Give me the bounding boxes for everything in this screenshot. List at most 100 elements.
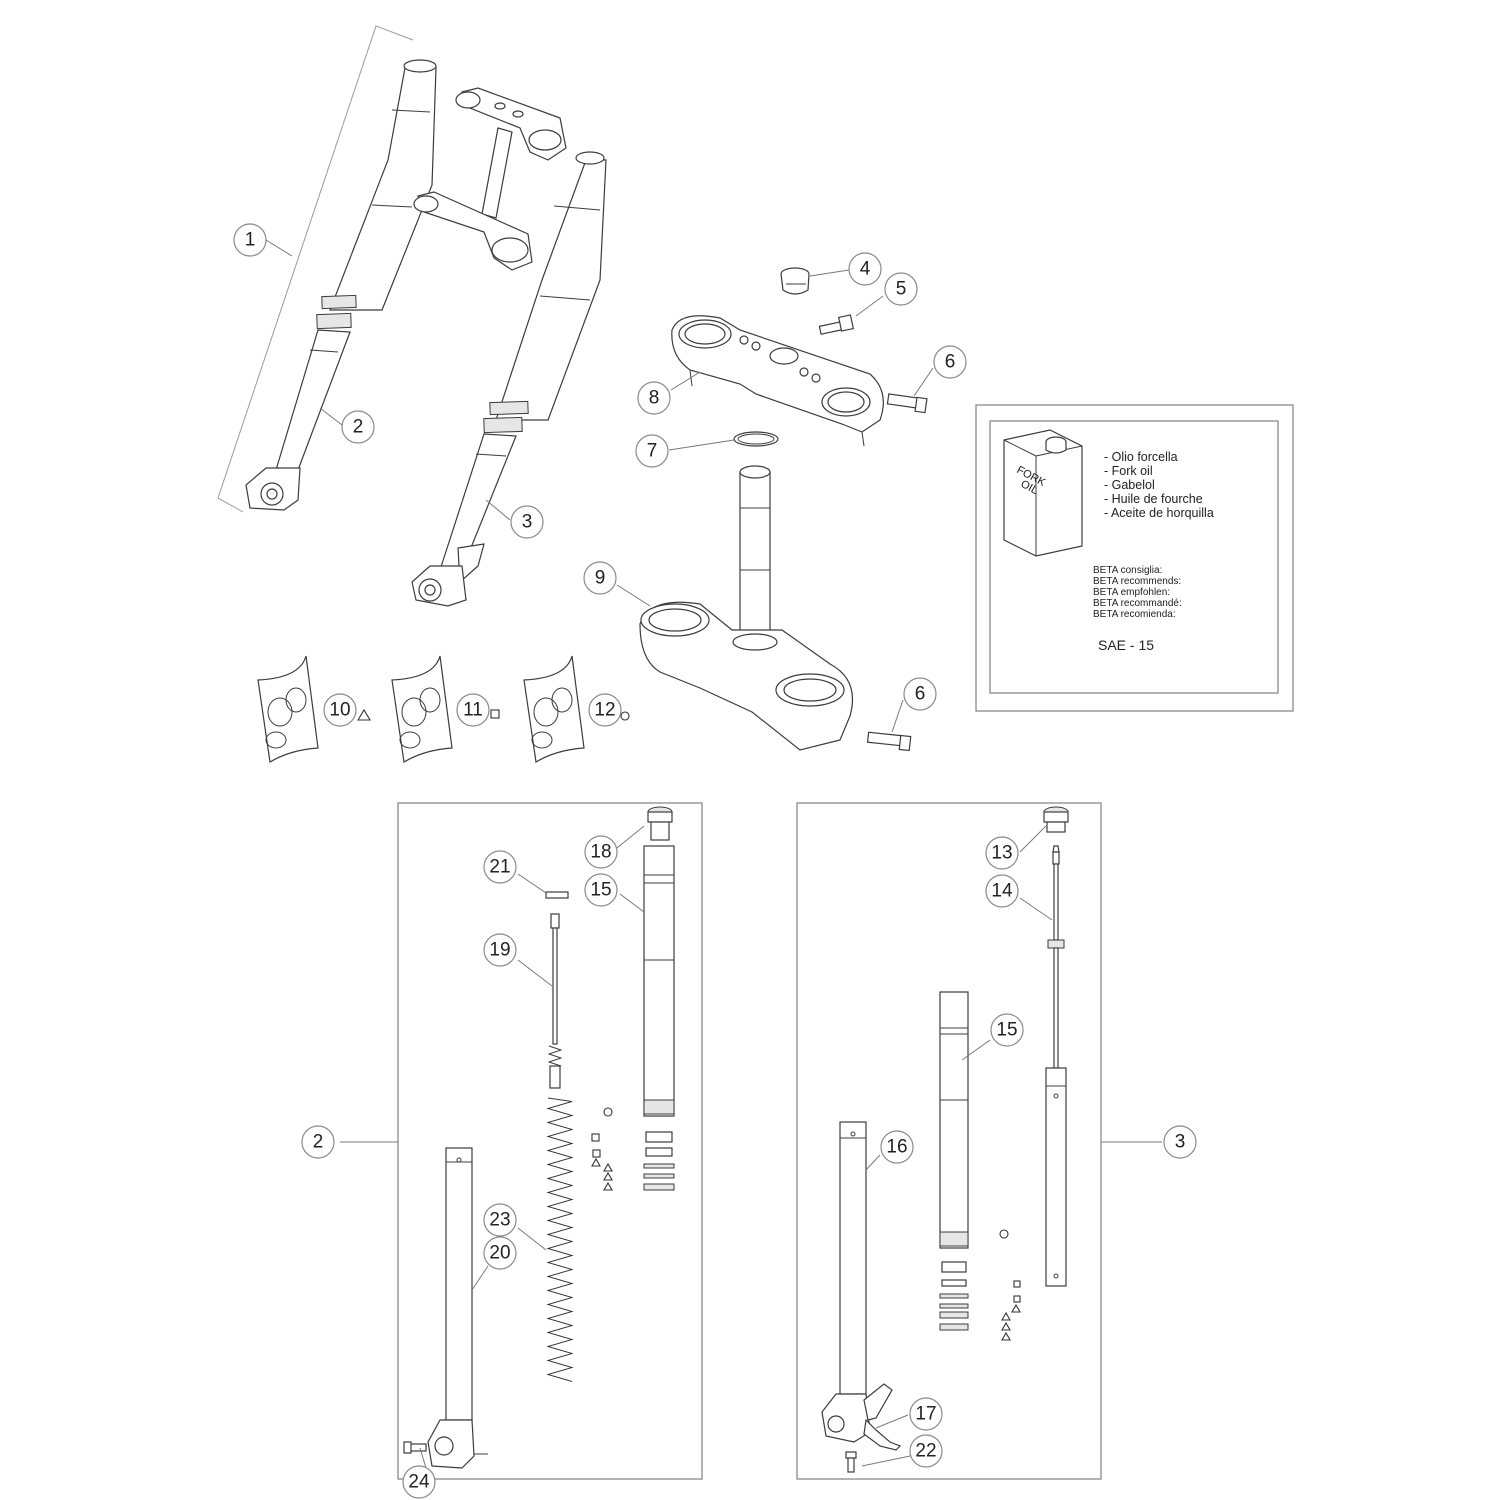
fork-leg-right: [411, 151, 607, 607]
spacer-21: [545, 891, 569, 899]
svg-text:14: 14: [991, 881, 1013, 902]
svg-text:6: 6: [945, 352, 956, 373]
seal-kit-bag-10: [257, 655, 319, 763]
oil-can-icon: FORK OIL: [1003, 429, 1083, 557]
svg-text:2: 2: [353, 417, 364, 438]
callout-2: 2: [341, 410, 375, 444]
recommend-de: BETA empfohlen:: [1093, 587, 1170, 598]
cartridge-14: [1045, 845, 1067, 1287]
callout-15-right: 15: [990, 1013, 1024, 1047]
svg-text:15: 15: [996, 1020, 1017, 1041]
inner-tube-16: [821, 1121, 893, 1443]
callout-9: 9: [583, 561, 617, 595]
svg-text:10: 10: [329, 700, 350, 721]
seal-kit-bag-11: [391, 655, 453, 763]
callout-15-left: 15: [584, 873, 618, 907]
seal-kit-bag-12: [523, 655, 585, 763]
oil-name-es: - Aceite de horquilla: [1104, 506, 1214, 520]
svg-text:18: 18: [590, 842, 611, 863]
svg-text:7: 7: [647, 441, 658, 462]
callout-20: 20: [483, 1236, 517, 1270]
svg-text:15: 15: [590, 880, 611, 901]
recommend-it: BETA consiglia:: [1093, 565, 1162, 576]
fork-cap-18: [647, 806, 673, 841]
fork-oil-box: FORK OIL - Olio forcella - Fork oil - Ga…: [975, 404, 1294, 712]
oil-name-it: - Olio forcella: [1104, 450, 1178, 464]
svg-text:9: 9: [595, 568, 606, 589]
oil-name-de: - Gabelol: [1104, 478, 1155, 492]
bolt-5: [818, 314, 855, 335]
leader-lines: [265, 239, 1162, 1469]
callout-22: 22: [909, 1434, 943, 1468]
callout-23: 23: [483, 1203, 517, 1237]
callout-7: 7: [635, 434, 669, 468]
recommend-es: BETA recomienda:: [1093, 609, 1176, 620]
callout-18: 18: [584, 835, 618, 869]
svg-text:16: 16: [886, 1137, 907, 1158]
damper-rod-19: [547, 913, 563, 1089]
bolt-22: [845, 1451, 857, 1473]
svg-text:12: 12: [594, 700, 615, 721]
svg-text:11: 11: [463, 700, 483, 721]
o-ring-7: [733, 431, 779, 447]
svg-text:20: 20: [489, 1243, 510, 1264]
callout-14: 14: [985, 874, 1019, 908]
outer-tube-15a: [643, 845, 675, 1117]
svg-text:2: 2: [313, 1132, 324, 1153]
callout-1: 1: [233, 223, 267, 257]
svg-text:23: 23: [489, 1210, 510, 1231]
fork-leg-left: [217, 25, 437, 513]
callout-5: 5: [884, 272, 918, 306]
oil-name-en: - Fork oil: [1104, 464, 1153, 478]
callout-19: 19: [483, 933, 517, 967]
callout-24: 24: [402, 1465, 436, 1499]
callout-10: 10: [323, 693, 357, 727]
callout-8: 8: [637, 381, 671, 415]
bolt-6-upper: [886, 393, 928, 414]
kit-12-circle-symbol: [620, 711, 630, 721]
callout-4: 4: [848, 252, 882, 286]
svg-text:22: 22: [915, 1441, 936, 1462]
svg-text:19: 19: [489, 940, 510, 961]
svg-text:13: 13: [991, 843, 1012, 864]
oil-grade: SAE - 15: [1098, 637, 1154, 653]
guard-17: [863, 1418, 902, 1451]
seal-stack-a: [643, 1131, 675, 1191]
recommend-en: BETA recommends:: [1093, 576, 1181, 587]
svg-text:3: 3: [1175, 1132, 1186, 1153]
fork-cap-13: [1043, 806, 1069, 833]
svg-text:17: 17: [915, 1404, 936, 1425]
callout-13: 13: [985, 836, 1019, 870]
panel-leg-3: [796, 802, 1102, 1480]
svg-text:4: 4: [860, 259, 871, 280]
kit-10-triangle-symbol: [357, 708, 371, 721]
inner-tube-20: [427, 1147, 488, 1469]
callout-17: 17: [909, 1397, 943, 1431]
callout-21: 21: [483, 850, 517, 884]
callout-6-upper: 6: [933, 345, 967, 379]
callout-2-panel: 2: [301, 1125, 335, 1159]
callout-12: 12: [588, 693, 622, 727]
kit-11-square-symbol: [490, 709, 500, 719]
steering-nut: [780, 267, 810, 295]
bolt-24: [403, 1441, 427, 1454]
svg-text:24: 24: [408, 1472, 430, 1493]
kit-symbols: [357, 708, 630, 721]
seal-stack-a-symbols: [591, 1107, 613, 1191]
oil-name-fr: - Huile de fourche: [1104, 492, 1203, 506]
upper-triple-clamp: [671, 315, 884, 447]
bolt-6-lower: [866, 731, 912, 752]
lower-triple-clamp: [639, 465, 854, 751]
callout-16: 16: [880, 1130, 914, 1164]
callout-3-panel: 3: [1163, 1125, 1197, 1159]
svg-text:8: 8: [649, 388, 660, 409]
svg-text:1: 1: [245, 230, 256, 251]
seal-stack-b: [939, 1261, 969, 1331]
spring-23: [546, 1097, 574, 1382]
svg-text:6: 6: [915, 684, 926, 705]
panel-leg-2: [397, 802, 703, 1480]
seal-stack-b-symbols: [999, 1229, 1021, 1341]
svg-text:5: 5: [896, 279, 907, 300]
outer-tube-15b: [939, 991, 969, 1249]
